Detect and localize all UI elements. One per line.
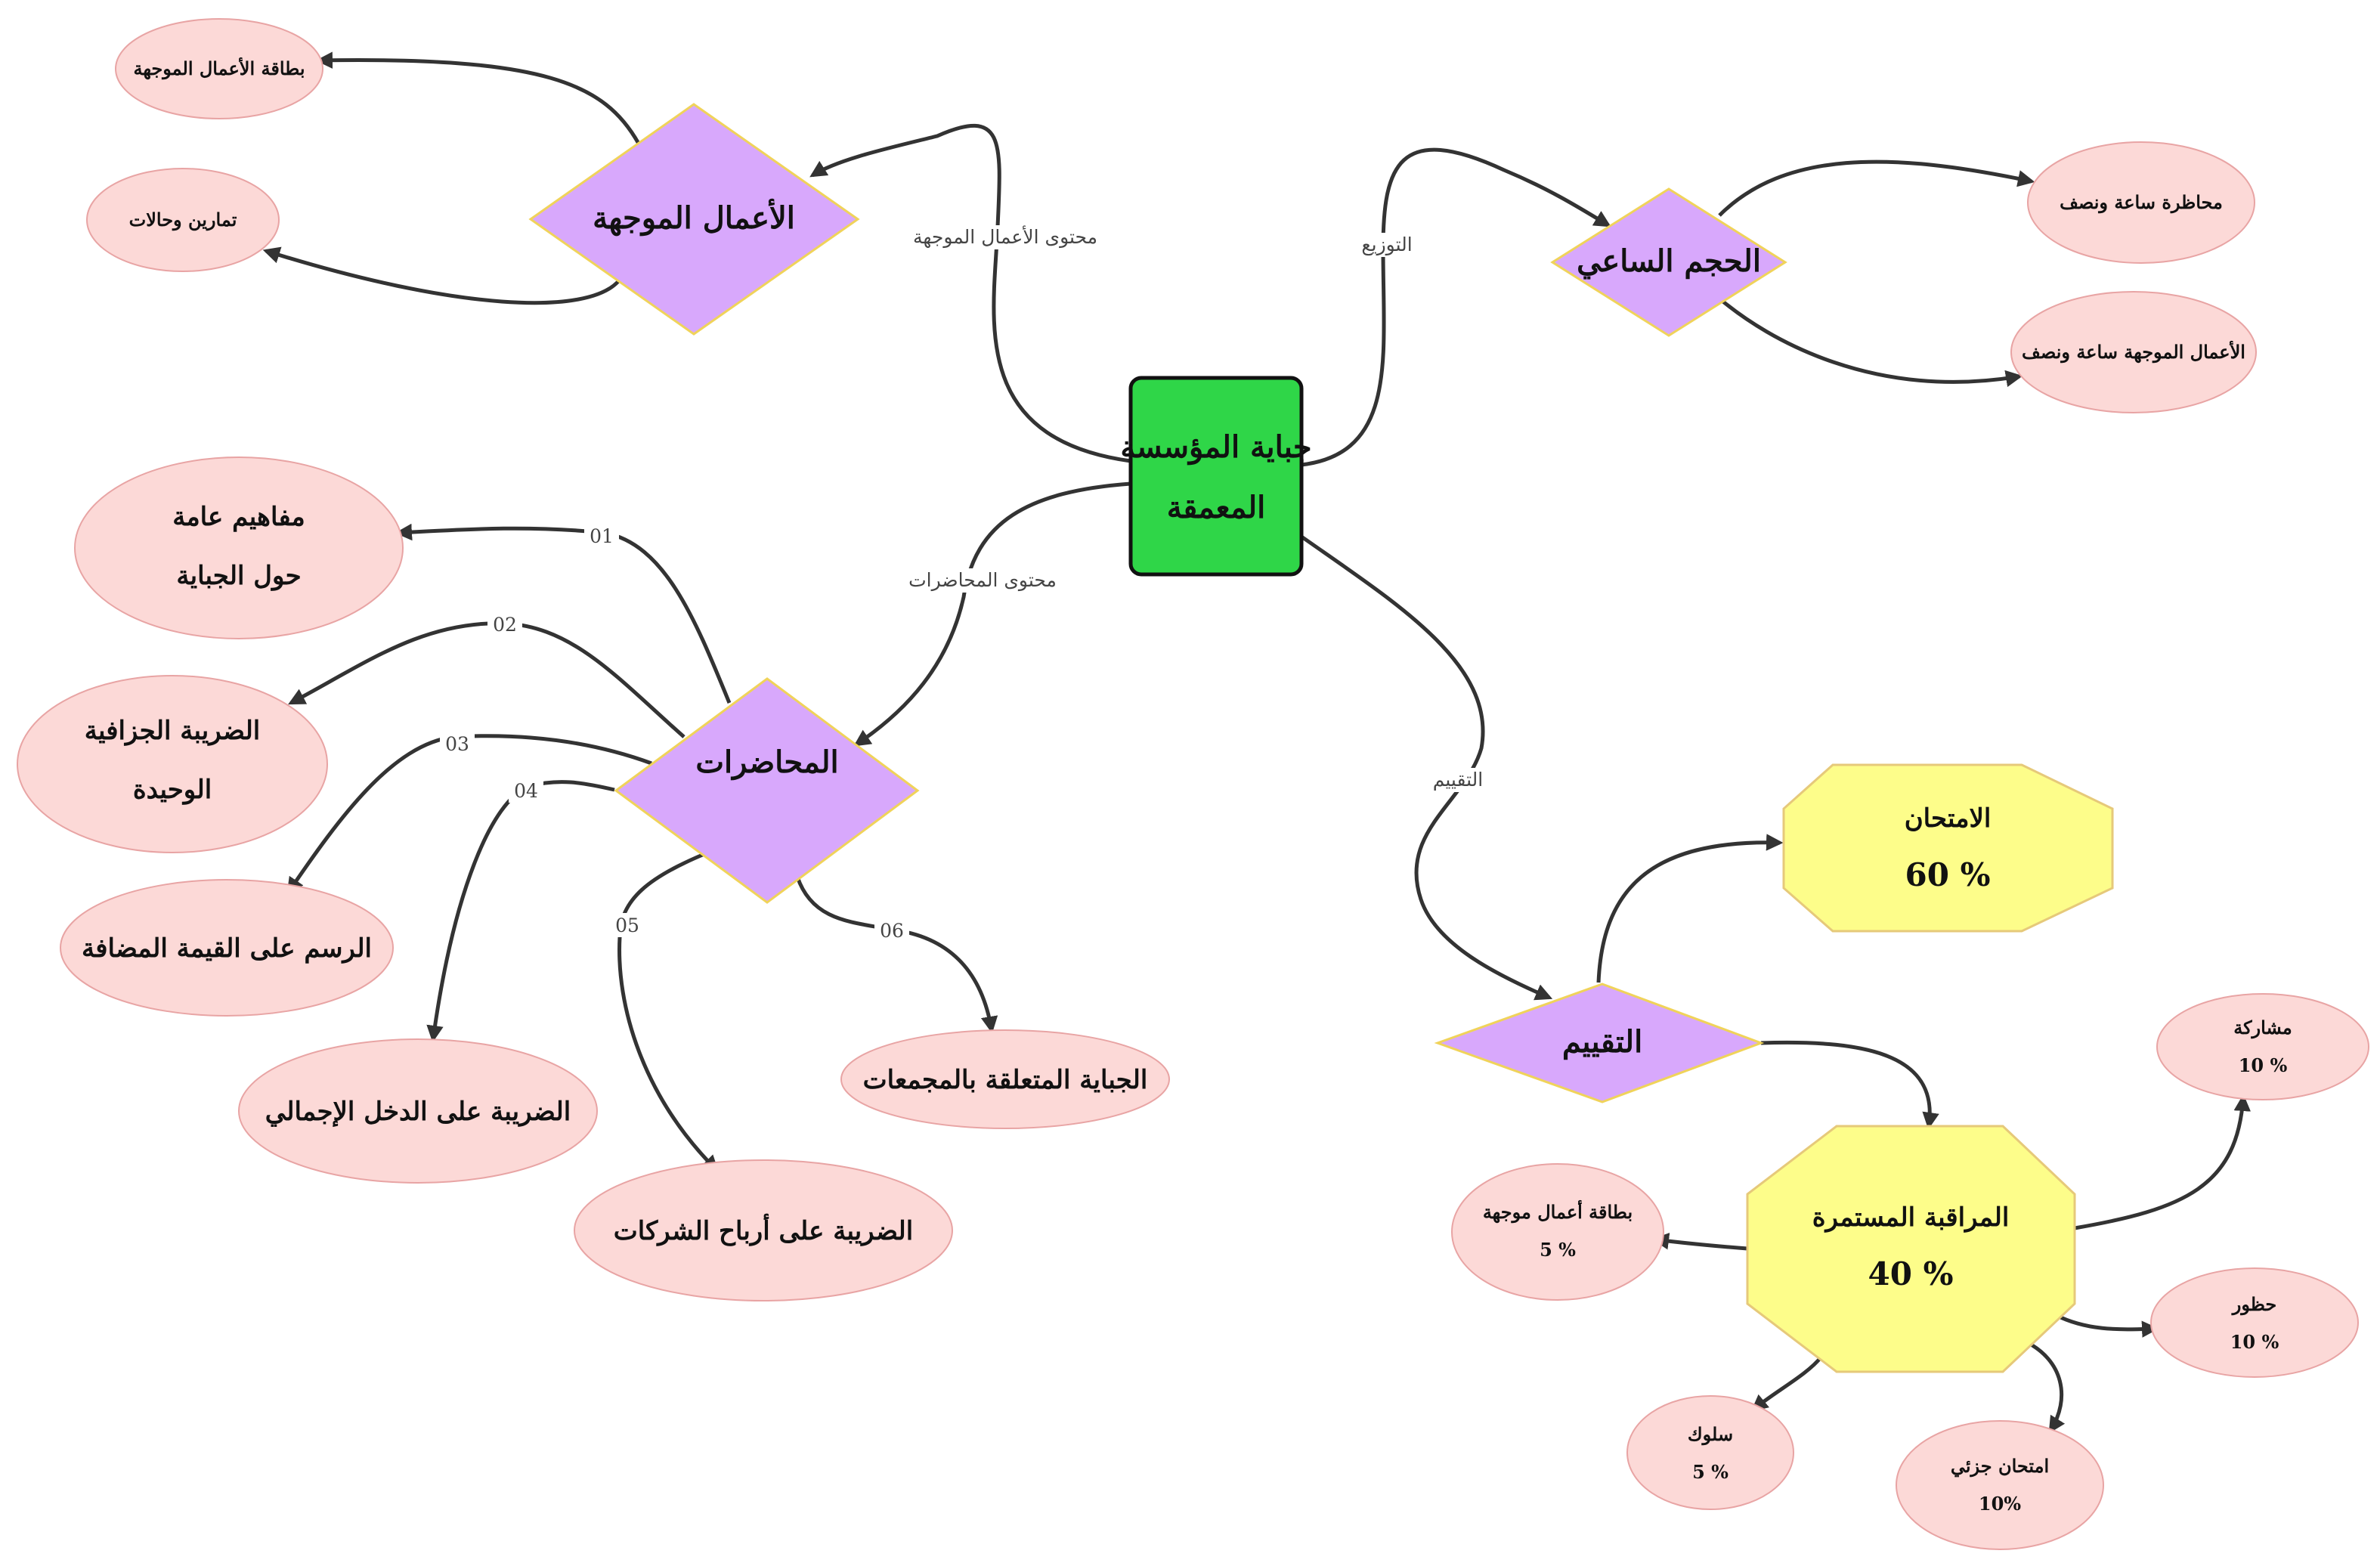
edge-labels: محتوى الأعمال الموجهة التوزيع محتوى المح…: [440, 224, 1484, 942]
lecture-item-01-line1: مفاهيم عامة: [172, 502, 305, 532]
edge-root-volume: [1301, 147, 1611, 467]
hub-guided-work-label: الأعمال الموجهة: [593, 198, 795, 237]
edge-guided-card: [315, 51, 641, 145]
behaviour-label: سلوك: [1688, 1423, 1733, 1446]
edge-cont-attendance: [2054, 1313, 2159, 1338]
edge-lecture-04: [426, 780, 615, 1043]
edge-cont-behaviour: [1750, 1355, 1823, 1412]
exam-title: الامتحان: [1905, 803, 1992, 834]
edge-lecture-01: [395, 523, 732, 704]
continuous-item-participation[interactable]: مشاركة 10 %: [2156, 993, 2369, 1100]
edge-root-guided: [809, 123, 1131, 463]
volume-item-lecture[interactable]: محاظرة ساعة ونصف: [2027, 141, 2255, 264]
lecture-item-06-line1: الجباية المتعلقة بالمجمعات: [863, 1065, 1148, 1095]
lecture-item-03[interactable]: الرسم على القيمة المضافة: [60, 879, 394, 1017]
hub-lectures-label: المحاضرات: [695, 744, 838, 781]
partial-exam-percent: 10%: [1979, 1493, 2021, 1515]
hub-guided-work[interactable]: الأعمال الموجهة: [528, 103, 860, 336]
lecture-number-04: 04: [514, 780, 538, 802]
edge-lecture-02: [288, 621, 686, 738]
card-label: بطاقة أعمال موجهة: [1483, 1199, 1633, 1224]
edge-guided-exercises: [262, 246, 621, 305]
lecture-number-03: 03: [445, 733, 469, 755]
continuous-item-card[interactable]: بطاقة أعمال موجهة 5 %: [1451, 1163, 1664, 1301]
edge-eval-continuous: [1760, 1040, 1939, 1130]
hub-evaluation-label: التقييم: [1562, 1024, 1642, 1060]
edge-label-evaluation: التقييم: [1433, 769, 1483, 791]
attendance-percent: 10 %: [2230, 1331, 2279, 1353]
guided-item-card[interactable]: بطاقة الأعمال الموجهة: [115, 18, 323, 119]
lecture-number-06: 06: [880, 920, 904, 942]
attendance-label: حظور: [2231, 1293, 2277, 1316]
participation-label: مشاركة: [2233, 1017, 2292, 1039]
edge-lecture-03: [286, 734, 652, 895]
continuous-title: المراقبة المستمرة: [1812, 1202, 2010, 1233]
edge-eval-exam: [1596, 834, 1784, 983]
edge-volume-guided: [1718, 297, 2023, 388]
lecture-item-02-line2: الوحيدة: [133, 775, 212, 805]
guided-item-exercises-label: تمارين وحالات: [129, 209, 237, 231]
lecture-number-05: 05: [615, 915, 639, 936]
edge-label-lectures: محتوى المحاضرات: [908, 569, 1057, 592]
guided-item-card-label: بطاقة الأعمال الموجهة: [133, 56, 305, 80]
lecture-item-03-line1: الرسم على القيمة المضافة: [82, 933, 372, 964]
lecture-number-02: 02: [493, 614, 517, 636]
edge-root-lectures: [853, 481, 1131, 747]
behaviour-percent: 5 %: [1692, 1461, 1729, 1483]
volume-item-lecture-label: محاظرة ساعة ونصف: [2060, 191, 2223, 214]
lecture-item-01-line2: حول الجباية: [176, 561, 301, 591]
volume-item-guided-label: الأعمال الموجهة ساعة ونصف: [2022, 339, 2245, 364]
hub-evaluation[interactable]: التقييم: [1434, 983, 1765, 1103]
lecture-item-01[interactable]: مفاهيم عامة حول الجباية: [74, 456, 404, 639]
root-title-line1: جباية المؤسسة: [1120, 429, 1311, 466]
continuous-node[interactable]: المراقبة المستمرة 40 %: [1746, 1125, 2076, 1373]
edge-volume-lecture: [1718, 159, 2035, 217]
edge-root-evaluation: [1300, 534, 1553, 1001]
continuous-item-partial-exam[interactable]: امتحان جزئي 10%: [1896, 1420, 2104, 1550]
lecture-item-06[interactable]: الجباية المتعلقة بالمجمعات: [840, 1029, 1170, 1129]
edge-lecture-05: [617, 852, 720, 1173]
lecture-item-02[interactable]: الضريبة الجزافية الوحيدة: [17, 675, 328, 853]
hub-hourly-volume[interactable]: الحجم الساعي: [1550, 187, 1787, 337]
exam-node[interactable]: الامتحان 60 %: [1782, 763, 2114, 933]
edge-cont-card: [1651, 1233, 1748, 1251]
lecture-item-04[interactable]: الضريبة على الدخل الإجمالي: [238, 1038, 598, 1184]
continuous-item-behaviour[interactable]: سلوك 5 %: [1626, 1395, 1794, 1510]
hub-lectures[interactable]: المحاضرات: [614, 677, 920, 904]
edge-cont-participation: [2074, 1094, 2251, 1230]
edge-label-guided: محتوى الأعمال الموجهة: [913, 224, 1097, 249]
participation-percent: 10 %: [2239, 1054, 2288, 1076]
hub-hourly-volume-label: الحجم الساعي: [1577, 243, 1761, 280]
lecture-item-02-line1: الضريبة الجزافية: [85, 716, 261, 746]
continuous-percent: 40 %: [1868, 1255, 1954, 1292]
card-percent: 5 %: [1540, 1239, 1576, 1261]
edge-label-volume: التوزيع: [1361, 234, 1412, 256]
guided-item-exercises[interactable]: تمارين وحالات: [86, 168, 280, 272]
lecture-number-01: 01: [590, 525, 614, 547]
lecture-item-04-line1: الضريبة على الدخل الإجمالي: [265, 1097, 571, 1127]
lecture-item-05[interactable]: الضريبة على أرباح الشركات: [574, 1159, 953, 1301]
partial-exam-label: امتحان جزئي: [1951, 1455, 2049, 1478]
root-node[interactable]: جباية المؤسسة المعمقة: [1120, 376, 1312, 577]
volume-item-guided[interactable]: الأعمال الموجهة ساعة ونصف: [2010, 291, 2257, 413]
edge-cont-partial: [2024, 1339, 2066, 1434]
edge-lecture-06: [795, 876, 998, 1034]
lecture-item-05-line1: الضريبة على أرباح الشركات: [614, 1214, 913, 1246]
exam-percent: 60 %: [1905, 856, 1991, 893]
root-title-line2: المعمقة: [1167, 490, 1266, 525]
continuous-item-attendance[interactable]: حظور 10 %: [2150, 1267, 2359, 1378]
